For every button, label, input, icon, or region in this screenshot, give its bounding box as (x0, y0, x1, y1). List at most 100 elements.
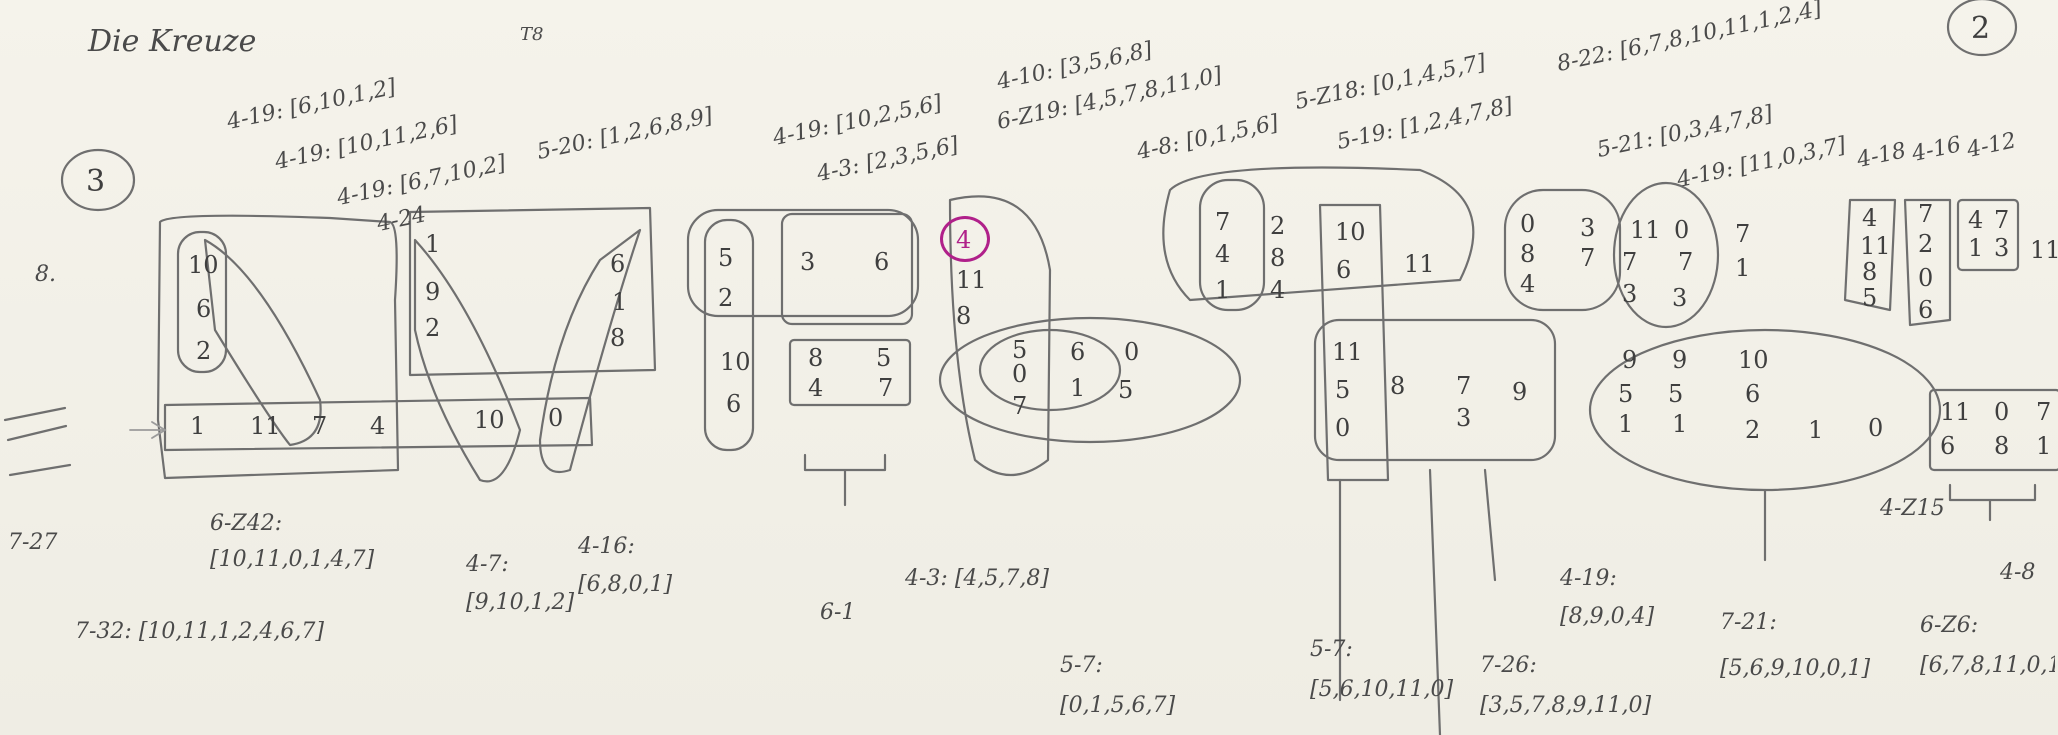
g1-row-2: 7 (312, 412, 327, 440)
g7-col-3: 5 (1862, 284, 1877, 312)
g2-right-1: 1 (612, 288, 627, 316)
g4-row-6: 7 (1012, 392, 1027, 420)
label-4-7: 4-7: [9,10,1,2] (466, 546, 596, 622)
group7-ovals (1845, 200, 1950, 325)
label-4-16: 4-16: [6,8,0,1] (578, 528, 708, 604)
g6-top-3: 7 (1580, 244, 1595, 272)
g1-col-1: 6 (196, 292, 211, 326)
g7-col-6: 0 (1918, 264, 1933, 292)
g5-top-5: 6 (1336, 256, 1351, 284)
g7-box-0: 11 (1940, 398, 1971, 426)
g7-col-9: 7 (1994, 206, 2009, 234)
g6-bottom-5: 6 (1745, 380, 1760, 408)
label-7-21: 7-21: [5,6,9,10,0,1] (1720, 600, 1930, 692)
g5-top-8: 4 (1270, 276, 1285, 304)
g7-col-11: 3 (1994, 234, 2009, 262)
g6-bottom-8: 2 (1745, 416, 1760, 444)
g2-left-0: 1 (425, 230, 440, 258)
g5-bottom-4: 3 (1456, 404, 1471, 432)
g3-c-0: 8 (808, 344, 823, 372)
g5-bottom-3: 7 (1456, 372, 1471, 400)
g6-mid-5: 3 (1672, 284, 1687, 312)
g5-top-6: 11 (1404, 250, 1435, 278)
g6-top-2: 8 (1520, 240, 1535, 268)
g7-col-5: 2 (1918, 230, 1933, 258)
g3-a-2: 10 (720, 348, 751, 376)
g7-box-1: 0 (1994, 398, 2009, 426)
g4-circle (940, 216, 990, 262)
label-4-19-bottom: 4-19: [8,9,0,4] (1560, 560, 1710, 636)
strike-mark (5, 408, 70, 475)
g6-mid-1: 0 (1674, 216, 1689, 244)
g7-col-0: 4 (1862, 204, 1877, 232)
g3-c-2: 4 (808, 374, 823, 402)
label-4-8-bottom: 4-8 (2000, 560, 2035, 585)
g5-top-3: 4 (1215, 240, 1230, 268)
g4-col-2: 8 (956, 302, 971, 330)
g3-a-3: 6 (726, 390, 741, 418)
g1-row-3: 4 (370, 412, 385, 440)
strike-note: 7-27 (8, 530, 57, 555)
g2-right-2: 8 (610, 324, 625, 352)
g7-col-7: 6 (1918, 296, 1933, 324)
label-7-32: 7-32: [10,11,1,2,4,6,7] (75, 612, 375, 652)
g1-row-5: 0 (548, 404, 563, 432)
g3-a-1: 2 (718, 284, 733, 312)
label-4-3-bottom: 4-3: [4,5,7,8] (905, 560, 1065, 598)
g2-left-1: 9 (425, 278, 440, 306)
g4-row-3: 0 (1012, 360, 1027, 388)
g5-bottom-6: 0 (1335, 414, 1350, 442)
group5-col-oval (1200, 180, 1264, 310)
page-number-right: 2 (1971, 11, 1990, 46)
label-6-1: 6-1 (820, 600, 855, 625)
g3-c-3: 7 (878, 374, 893, 402)
g6-mid-3: 7 (1678, 248, 1693, 276)
g5-top-1: 2 (1270, 212, 1285, 240)
label-5-7-a: 5-7: [0,1,5,6,7] (1060, 646, 1210, 726)
label-7-26: 7-26: [3,5,7,8,9,11,0] (1480, 646, 1700, 726)
g1-row-0: 1 (190, 412, 205, 440)
g7-box-2: 7 (2036, 398, 2051, 426)
g6-bottom-10: 0 (1868, 414, 1883, 442)
group3-bracket (805, 455, 885, 505)
page-title: Die Kreuze (88, 24, 256, 59)
g5-top-7: 1 (1215, 276, 1230, 304)
g4-row-1: 6 (1070, 338, 1085, 366)
g2-right-0: 6 (610, 250, 625, 278)
g6-bottom-3: 5 (1618, 380, 1633, 408)
g3-c-1: 5 (876, 344, 891, 372)
g6-bottom-2: 10 (1738, 346, 1769, 374)
g5-top-2: 10 (1335, 218, 1366, 246)
g2-left-2: 2 (425, 314, 440, 342)
g6-mid-2: 7 (1622, 248, 1637, 276)
g4-row-4: 1 (1070, 374, 1085, 402)
g6-bottom-6: 1 (1618, 410, 1633, 438)
g4-row-5: 5 (1118, 376, 1133, 404)
g7-col-1: 11 (1860, 232, 1891, 260)
g6-mid-0: 11 (1630, 216, 1661, 244)
g6-mid-4: 3 (1622, 280, 1637, 308)
g7-box-5: 1 (2036, 432, 2051, 460)
g7-box-4: 8 (1994, 432, 2009, 460)
g4-col-1: 11 (956, 266, 987, 294)
margin-note: 8. (35, 262, 56, 287)
g3-b-1: 6 (874, 248, 889, 276)
g7-col-10: 1 (1968, 234, 1983, 262)
g6-top-4: 4 (1520, 270, 1535, 298)
g1-row-1: 11 (250, 412, 281, 440)
g1-col-2: 2 (196, 334, 211, 368)
g7-col-8: 4 (1968, 206, 1983, 234)
label-6-Z42: 6-Z42: [10,11,0,1,4,7] (210, 506, 420, 578)
g7-box-3: 6 (1940, 432, 1955, 460)
g4-row-2: 0 (1124, 338, 1139, 366)
g7-col-12: 11 (2030, 236, 2058, 264)
g5-bottom-1: 5 (1335, 376, 1350, 404)
g7-col-2: 8 (1862, 258, 1877, 286)
page-number-left: 3 (86, 164, 105, 199)
g6-bottom-7: 1 (1672, 410, 1687, 438)
g5-bottom-5: 9 (1512, 378, 1527, 406)
g6-mid-7: 1 (1735, 254, 1750, 282)
g6-top-0: 0 (1520, 210, 1535, 238)
label-6-Z6: 6-Z6: [6,7,8,11,0,1] (1920, 606, 2055, 686)
